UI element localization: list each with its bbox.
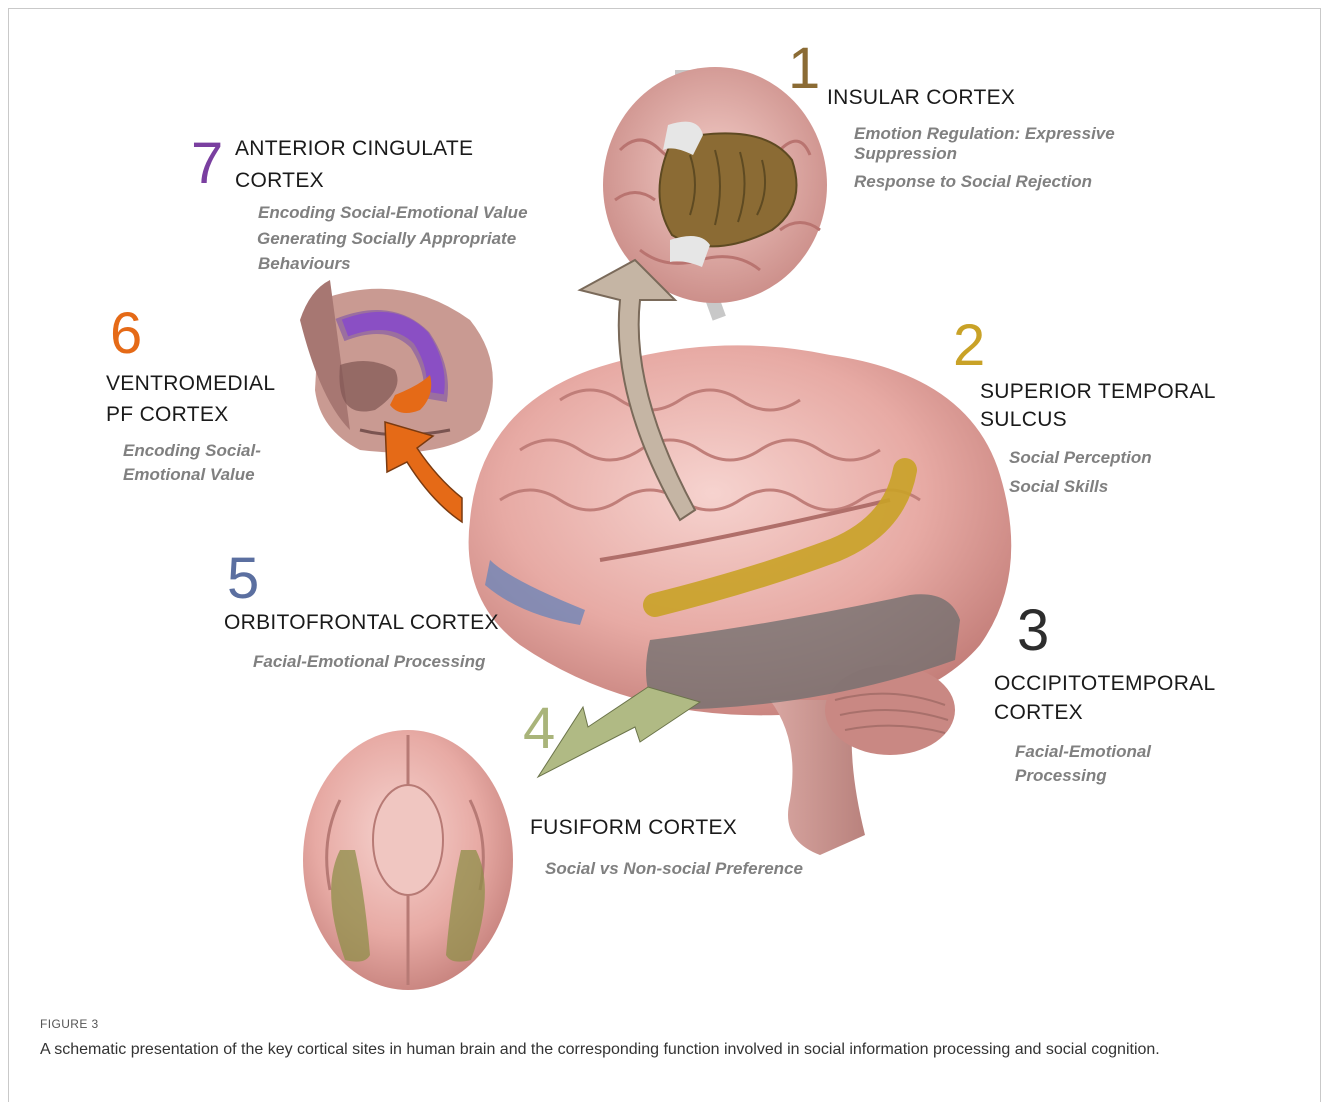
region-3-title-line-2: CORTEX: [994, 698, 1083, 728]
region-1-title: INSULAR CORTEX: [827, 83, 1015, 113]
region-4-function-1: Social vs Non-social Preference: [545, 859, 803, 879]
main-brain-image: [469, 345, 1012, 855]
region-4-number: 4: [523, 700, 555, 758]
region-7-function-1: Encoding Social-Emotional Value: [258, 203, 528, 223]
ventral-brain-image: [303, 730, 513, 990]
region-5-number: 5: [227, 550, 259, 608]
region-3-title-line-1: OCCIPITOTEMPORAL: [994, 669, 1215, 699]
region-1-number: 1: [788, 40, 820, 98]
region-7-number: 7: [191, 135, 223, 193]
figure-caption: A schematic presentation of the key cort…: [40, 1038, 1300, 1061]
region-2-number: 2: [953, 317, 985, 375]
region-2-function-1: Social Perception: [1009, 448, 1152, 468]
region-1-function-1: Emotion Regulation: Expressive Suppressi…: [854, 124, 1174, 164]
arrow-to-fusiform: [538, 687, 700, 777]
region-3-function-2: Processing: [1015, 766, 1107, 786]
region-5-title: ORBITOFRONTAL CORTEX: [224, 608, 499, 638]
region-7-title-line-2: CORTEX: [235, 166, 324, 196]
region-7-function-2: Generating Socially Appropriate: [257, 229, 516, 249]
region-6-title-line-1: VENTROMEDIAL: [106, 369, 275, 399]
region-3-number: 3: [1017, 602, 1049, 660]
region-2-title-line-1: SUPERIOR TEMPORAL: [980, 377, 1216, 407]
region-3-function-1: Facial-Emotional: [1015, 742, 1151, 762]
region-6-title-line-2: PF CORTEX: [106, 400, 229, 430]
region-7-title-line-1: ANTERIOR CINGULATE: [235, 134, 473, 164]
region-2-function-2: Social Skills: [1009, 477, 1108, 497]
region-6-number: 6: [110, 305, 142, 363]
region-1-function-2: Response to Social Rejection: [854, 172, 1092, 192]
figure-label: FIGURE 3: [40, 1017, 99, 1031]
region-5-function-1: Facial-Emotional Processing: [253, 652, 485, 672]
region-4-title: FUSIFORM CORTEX: [530, 813, 737, 843]
region-7-function-3: Behaviours: [258, 254, 351, 274]
region-6-function-1: Encoding Social-: [123, 441, 261, 461]
region-6-function-2: Emotional Value: [123, 465, 255, 485]
region-2-title-line-2: SULCUS: [980, 405, 1067, 435]
